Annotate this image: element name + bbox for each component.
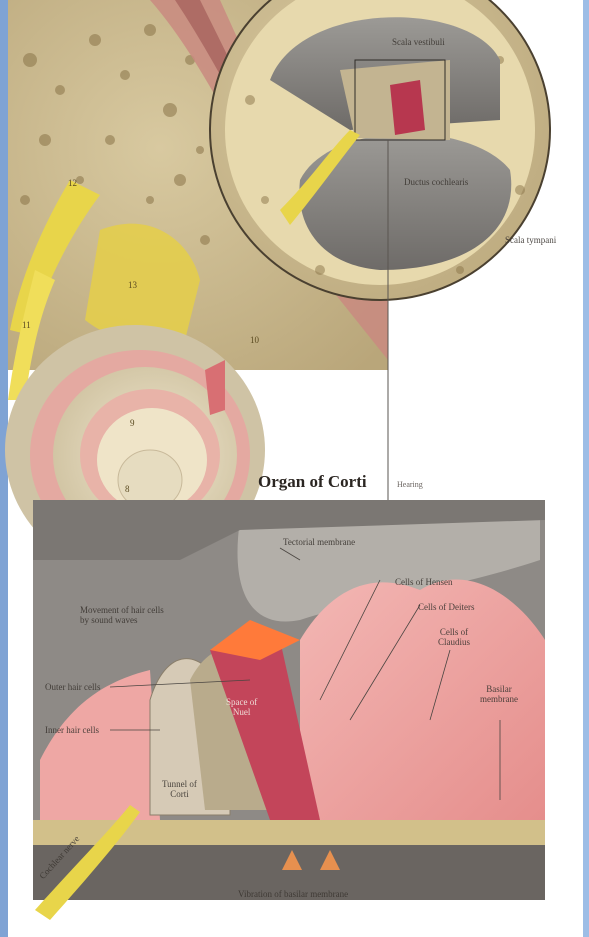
label-cells-of-hensen: Cells of Hensen bbox=[395, 578, 453, 588]
label-cells-of-deiters: Cells of Deiters bbox=[418, 603, 475, 613]
label-tunnel-line2: Corti bbox=[170, 789, 189, 799]
organ-of-corti-title: Organ of Corti bbox=[258, 472, 367, 492]
label-movement-hair-cells: Movement of hair cells by sound waves bbox=[80, 606, 164, 626]
label-number-11: 11 bbox=[22, 320, 31, 330]
label-basilar-line1: Basilar bbox=[486, 684, 512, 694]
label-basilar-line2: membrane bbox=[480, 694, 518, 704]
label-number-8: 8 bbox=[125, 484, 130, 494]
label-number-10: 10 bbox=[250, 335, 259, 345]
label-scala-tympani: Scala tympani bbox=[505, 236, 556, 246]
label-number-12: 12 bbox=[68, 178, 77, 188]
label-scala-vestibuli: Scala vestibuli bbox=[392, 38, 445, 48]
label-space-line2: Nuel bbox=[233, 707, 251, 717]
label-tunnel-of-corti: Tunnel of Corti bbox=[162, 780, 197, 800]
label-ductus-cochlearis: Ductus cochlearis bbox=[404, 178, 468, 188]
label-tectorial-membrane: Tectorial membrane bbox=[283, 538, 355, 548]
label-tunnel-line1: Tunnel of bbox=[162, 779, 197, 789]
label-movement-line2: by sound waves bbox=[80, 615, 138, 625]
label-inner-hair-cells: Inner hair cells bbox=[45, 726, 99, 736]
label-number-13: 13 bbox=[128, 280, 137, 290]
title-note: Hearing bbox=[397, 480, 423, 489]
label-cells-of-claudius: Cells ofClaudius bbox=[438, 628, 470, 648]
label-outer-hair-cells: Outer hair cells bbox=[45, 683, 100, 693]
label-space-line1: Space of bbox=[226, 697, 257, 707]
label-basilar-membrane: Basilar membrane bbox=[480, 685, 518, 705]
label-vibration-basilar: Vibration of basilar membrane bbox=[238, 890, 348, 900]
label-number-9: 9 bbox=[130, 418, 135, 428]
hair-cells-top bbox=[390, 80, 425, 135]
label-space-of-nuel: Space of Nuel bbox=[226, 698, 257, 718]
label-movement-line1: Movement of hair cells bbox=[80, 605, 164, 615]
